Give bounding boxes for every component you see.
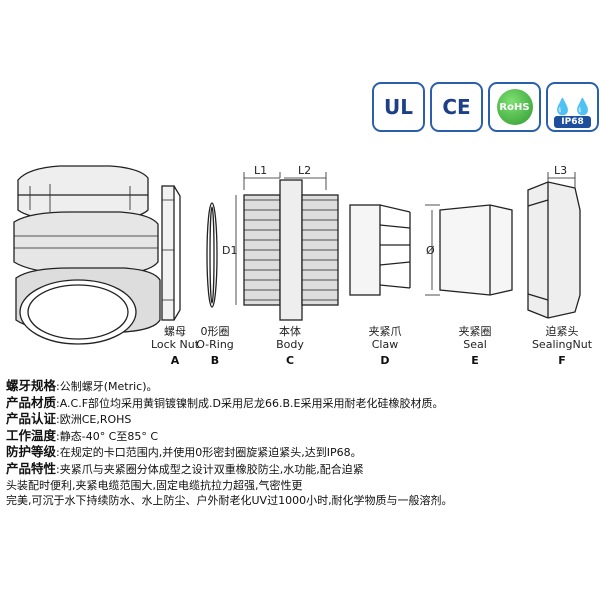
- dimension-l1: L1: [254, 164, 268, 177]
- seal-drawing: [439, 204, 513, 296]
- sealing-nut-drawing: [527, 181, 581, 319]
- part-b-label: 0形圈 O-Ring B: [196, 325, 234, 367]
- spec-thread: 螺牙规格:公制螺牙(Metric)。: [6, 378, 158, 393]
- part-e-label: 夹紧圈 Seal E: [458, 325, 492, 367]
- spec-material: 产品材质:A.C.F部位均采用黄铜镀镍制成.D采用尼龙66.B.E采用采用耐老化…: [6, 394, 444, 410]
- spec-protection: 防护等级:在规定的卡口范围内,并使用0形密封圈旋紧迫紧头,达到IP68。: [6, 444, 362, 460]
- dimension-l2: L2: [298, 164, 312, 177]
- spec-certification: 产品认证:欧洲CE,ROHS: [6, 411, 132, 427]
- lock-nut-drawing: [161, 185, 181, 321]
- ul-icon: UL: [372, 82, 425, 132]
- dimension-l3: L3: [554, 164, 568, 177]
- o-ring-drawing: [206, 202, 218, 308]
- ip68-icon: 💧💧 IP68: [546, 82, 599, 132]
- spec-features-continued-1: 头装配时便利,夹紧电缆范围大,固定电缆抗拉力超强,气密性更: [6, 478, 303, 492]
- claw-drawing: [349, 204, 411, 296]
- spec-features-continued-2: 完美,可沉于水下持续防水、水上防尘、户外耐老化UV过1000小时,耐化学物质与一…: [6, 494, 453, 508]
- body-drawing: [243, 179, 339, 321]
- part-c-label: 本体 Body C: [276, 325, 304, 367]
- dimension-d1: D1: [222, 244, 238, 257]
- part-f-label: 迫紧头 SealingNut F: [531, 325, 593, 367]
- certification-badges: UL CE RoHS 💧💧 IP68: [372, 82, 599, 132]
- spec-temperature: 工作温度:静态-40° C至85° C: [6, 427, 159, 443]
- rohs-icon: RoHS: [488, 82, 541, 132]
- part-a-label: 螺母 Lock Nut A: [150, 325, 200, 367]
- product-specifications: 螺牙规格:公制螺牙(Metric)。 产品材质:A.C.F部位均采用黄铜镀镍制成…: [6, 378, 596, 509]
- ce-icon: CE: [430, 82, 483, 132]
- spec-features: 产品特性:夹紧爪与夹紧圈分体成型之设计双重橡胶防尘,水功能,配合迫紧: [6, 460, 364, 476]
- part-labels: 螺母 Lock Nut A 0形圈 O-Ring B 本体 Body C 夹紧爪…: [150, 325, 593, 367]
- part-d-label: 夹紧爪 Claw D: [368, 325, 402, 367]
- dimension-phi: Ø: [426, 244, 435, 257]
- cable-gland-exploded-drawing: [13, 165, 581, 345]
- assembled-gland-illustration: [13, 165, 161, 345]
